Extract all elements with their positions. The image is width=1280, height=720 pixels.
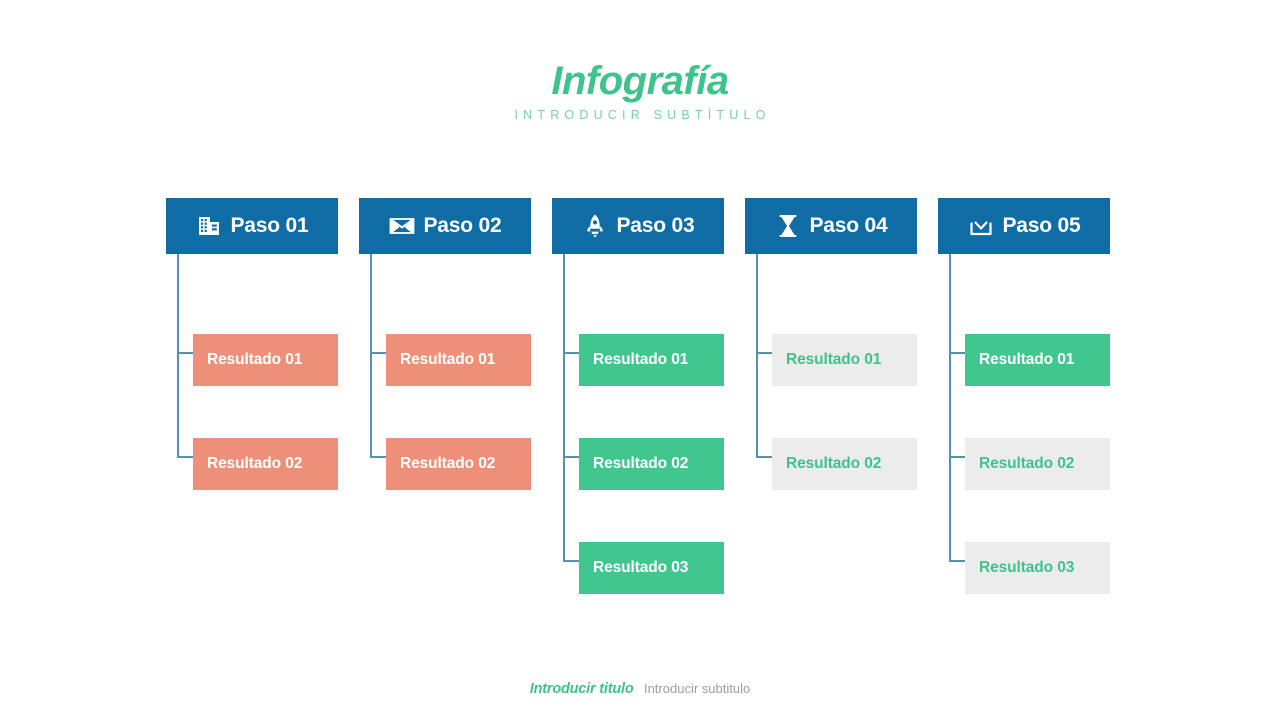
connector-branch (177, 352, 194, 354)
result-slot: Resultado 02 (166, 416, 338, 520)
result-slot: Resultado 02 (745, 416, 917, 520)
result-box[interactable]: Resultado 02 (579, 438, 724, 490)
step-header[interactable]: Paso 04 (745, 198, 917, 254)
result-box[interactable]: Resultado 01 (193, 334, 338, 386)
result-slot: Resultado 01 (166, 312, 338, 416)
connector-line (949, 254, 951, 560)
inbox-download-icon (968, 213, 994, 239)
connector-line (370, 254, 372, 456)
footer-subtitle: Introducir subtitulo (643, 681, 751, 696)
result-box[interactable]: Resultado 03 (579, 542, 724, 594)
steps-container: Paso 01 Resultado 01 Resultado 02 Paso 02 Re… (166, 198, 1114, 624)
connector-line (177, 254, 179, 456)
step-header[interactable]: Paso 01 (166, 198, 338, 254)
connector-line (563, 254, 565, 560)
results-list: Resultado 01 Resultado 02 Resultado 03 (552, 254, 724, 624)
connector-line (756, 254, 758, 456)
step-label: Paso 04 (809, 214, 888, 237)
result-slot: Resultado 01 (552, 312, 724, 416)
result-slot: Resultado 02 (552, 416, 724, 520)
result-slot: Resultado 02 (359, 416, 531, 520)
result-box[interactable]: Resultado 02 (965, 438, 1110, 490)
step-header[interactable]: Paso 03 (552, 198, 724, 254)
step-header[interactable]: Paso 02 (359, 198, 531, 254)
rocket-icon (582, 213, 608, 239)
step-column: Paso 01 Resultado 01 Resultado 02 (166, 198, 338, 520)
connector-branch (949, 560, 966, 562)
result-slot: Resultado 01 (938, 312, 1110, 416)
results-list: Resultado 01 Resultado 02 (166, 254, 338, 520)
page-title: Infografía (551, 59, 729, 103)
connector-branch (949, 456, 966, 458)
results-list: Resultado 01 Resultado 02 (745, 254, 917, 520)
result-box[interactable]: Resultado 01 (386, 334, 531, 386)
result-box[interactable]: Resultado 01 (579, 334, 724, 386)
results-list: Resultado 01 Resultado 02 Resultado 03 (938, 254, 1110, 624)
result-slot: Resultado 02 (938, 416, 1110, 520)
step-column: Paso 02 Resultado 01 Resultado 02 (359, 198, 531, 520)
connector-branch (563, 352, 580, 354)
title-block: Infografía INTRODUCIR SUBTÍTULO (0, 58, 1280, 122)
connector-branch (177, 456, 194, 458)
result-slot: Resultado 01 (745, 312, 917, 416)
result-box[interactable]: Resultado 03 (965, 542, 1110, 594)
result-slot: Resultado 01 (359, 312, 531, 416)
result-box[interactable]: Resultado 01 (965, 334, 1110, 386)
connector-branch (756, 352, 773, 354)
result-box[interactable]: Resultado 02 (193, 438, 338, 490)
page-subtitle: INTRODUCIR SUBTÍTULO (514, 108, 771, 122)
connector-branch (949, 352, 966, 354)
step-header[interactable]: Paso 05 (938, 198, 1110, 254)
building-icon (196, 213, 222, 239)
hourglass-icon (775, 213, 801, 239)
results-list: Resultado 01 Resultado 02 (359, 254, 531, 520)
result-box[interactable]: Resultado 02 (772, 438, 917, 490)
step-label: Paso 01 (230, 214, 309, 237)
step-label: Paso 02 (423, 214, 502, 237)
result-slot: Resultado 03 (552, 520, 724, 624)
connector-branch (756, 456, 773, 458)
step-label: Paso 05 (1002, 214, 1081, 237)
connector-branch (370, 352, 387, 354)
footer: Introducir titulo Introducir subtitulo (0, 680, 1280, 698)
result-box[interactable]: Resultado 01 (772, 334, 917, 386)
step-column: Paso 04 Resultado 01 Resultado 02 (745, 198, 917, 520)
footer-title: Introducir titulo (529, 681, 634, 697)
result-box[interactable]: Resultado 02 (386, 438, 531, 490)
step-label: Paso 03 (616, 214, 695, 237)
result-slot: Resultado 03 (938, 520, 1110, 624)
connector-branch (563, 560, 580, 562)
connector-branch (563, 456, 580, 458)
envelope-icon (389, 213, 415, 239)
connector-branch (370, 456, 387, 458)
